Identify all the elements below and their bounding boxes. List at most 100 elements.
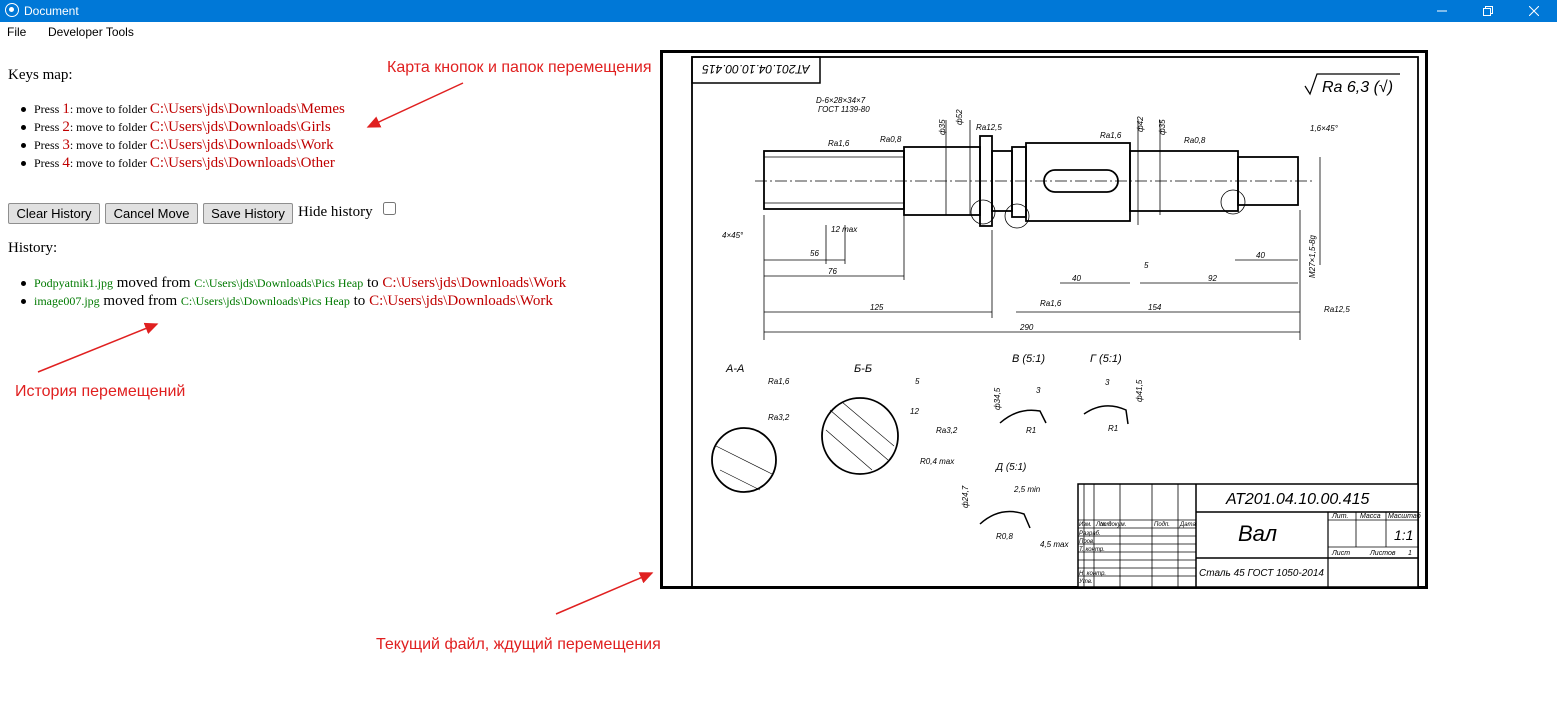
- dim-40: 40: [1072, 274, 1081, 283]
- dim-40b: 40: [1256, 251, 1265, 260]
- detail-g-dia: ф41,5: [1135, 379, 1144, 402]
- col-scale: Масштаб: [1388, 512, 1422, 520]
- tb-razrab: Разраб.: [1079, 531, 1101, 537]
- sheet-label: Лист: [1331, 550, 1350, 557]
- keys-map-title: Keys map:: [8, 67, 73, 83]
- detail-v-radius: R1: [1026, 426, 1036, 435]
- thread-label: М27×1,5-8g: [1308, 235, 1317, 278]
- tb-utv: Утв.: [1078, 579, 1093, 585]
- rough-2: Ra0,8: [880, 135, 902, 144]
- detail-v-label: В (5:1): [1012, 353, 1045, 365]
- history-item: Podpyatnik1.jpg moved from C:\Users\jds\…: [20, 275, 567, 291]
- tb-data: Дата: [1179, 522, 1196, 528]
- arrow-to-current-file: [555, 572, 654, 615]
- annotation-keys-map: Карта кнопок и папок перемещения: [387, 59, 652, 76]
- keys-map-item: Press 3: move to folder C:\Users\jds\Dow…: [21, 136, 345, 154]
- rough-1: Ra1,6: [828, 139, 850, 148]
- drawing-code: АТ201.04.10.00.415: [1225, 491, 1370, 508]
- cancel-move-button[interactable]: Cancel Move: [105, 203, 198, 224]
- dim-56: 56: [810, 249, 819, 258]
- detail-d-radius: R0,8: [996, 532, 1013, 541]
- rough-3: Ra12,5: [976, 123, 1002, 132]
- detail-g-dim-3: 3: [1105, 378, 1110, 387]
- minimize-icon: [1437, 10, 1447, 12]
- chamfer-label: 4×45°: [722, 231, 744, 240]
- dim-12max: 12 max: [831, 225, 858, 234]
- hide-history-label: Hide history: [298, 204, 373, 220]
- rough-6: Ra12,5: [1324, 305, 1350, 314]
- hide-history-checkbox[interactable]: [383, 202, 396, 215]
- section-b-b: Б-Б 5 12 Ra3,2 R0,4 max: [821, 363, 958, 475]
- save-history-button[interactable]: Save History: [203, 203, 293, 224]
- rough-4: Ra1,6: [1100, 131, 1122, 140]
- tb-nkontr: Н. контр.: [1079, 571, 1106, 577]
- tb-docum: № докум.: [1100, 521, 1126, 528]
- section-b-b-label: Б-Б: [854, 363, 872, 375]
- stamp-top-code: АТ201.04.10.00.415: [702, 62, 811, 76]
- electron-app-icon: [5, 3, 19, 17]
- tb-podp: Подп.: [1154, 522, 1170, 528]
- gost-note: D-6×28×34×7: [816, 96, 866, 105]
- detail-v-dia: ф34,5: [993, 387, 1002, 410]
- dim-76: 76: [828, 267, 837, 276]
- history-title: History:: [8, 240, 58, 256]
- arrow-to-history: [37, 322, 159, 373]
- close-button[interactable]: [1511, 0, 1557, 22]
- dim-92: 92: [1208, 274, 1217, 283]
- history-item: image007.jpg moved from C:\Users\jds\Dow…: [20, 292, 566, 310]
- section-a-a: А-А Ra1,6 Ra3,2: [711, 363, 790, 493]
- drawing-name: Вал: [1238, 521, 1277, 546]
- current-file-image: АТ201.04.10.00.415 Ra 6,3 (√): [660, 50, 1428, 589]
- sheets-count: 1: [1408, 550, 1412, 557]
- detail-d-label: Д (5:1): [995, 462, 1026, 473]
- section-a-a-rough-2: Ra3,2: [768, 413, 790, 422]
- menu-file[interactable]: File: [7, 25, 27, 39]
- dia-4: ф35: [1158, 119, 1167, 135]
- detail-d-max: 4,5 max: [1040, 540, 1069, 549]
- annotation-current-file: Текущий файл, ждущий перемещения: [376, 636, 661, 653]
- section-b-b-radius: R0,4 max: [920, 457, 955, 466]
- annotation-history: История перемещений: [15, 383, 186, 400]
- detail-v-profile: [999, 409, 1047, 424]
- detail-g-radius: R1: [1108, 424, 1118, 433]
- detail-g-profile: [1083, 405, 1129, 425]
- tb-izm: Изм.: [1079, 522, 1092, 528]
- close-icon: [1529, 6, 1539, 16]
- tb-tkontr: Т. контр.: [1079, 547, 1105, 553]
- drawing-scale: 1:1: [1394, 527, 1413, 543]
- roughness-symbol: Ra 6,3 (√): [1322, 79, 1393, 96]
- title-block: Изм. Лист № докум. Подп. Дата Разраб. Пр…: [1077, 483, 1422, 588]
- rough-5: Ra0,8: [1184, 136, 1206, 145]
- section-b-b-dim-12: 12: [910, 407, 919, 416]
- section-b-b-rough: Ra3,2: [936, 426, 958, 435]
- maximize-button[interactable]: [1465, 0, 1511, 22]
- chamfer2-label: 1,6×45°: [1310, 124, 1339, 133]
- dim-154: 154: [1148, 303, 1162, 312]
- detail-d-min: 2,5 min: [1013, 485, 1041, 494]
- detail-g-label: Г (5:1): [1090, 353, 1122, 365]
- dia-2: ф52: [955, 109, 964, 125]
- keys-map-item: Press 1: move to folder C:\Users\jds\Dow…: [21, 101, 345, 117]
- arrow-to-keys-map: [366, 82, 464, 128]
- rough-7: Ra1,6: [1040, 299, 1062, 308]
- dim-125: 125: [870, 303, 884, 312]
- history-list: Podpyatnik1.jpg moved from C:\Users\jds\…: [20, 274, 567, 310]
- detail-d-profile: [979, 510, 1031, 529]
- drawing-material: Сталь 45 ГОСТ 1050-2014: [1199, 568, 1324, 579]
- sheets-label: Листов: [1369, 550, 1396, 557]
- section-a-a-label: А-А: [725, 363, 744, 375]
- gost-label: ГОСТ 1139-80: [818, 105, 870, 114]
- section-b-b-dim-5: 5: [915, 377, 920, 386]
- window-title: Document: [24, 4, 79, 18]
- restore-icon: [1483, 6, 1493, 16]
- section-a-a-rough-1: Ra1,6: [768, 377, 790, 386]
- menu-developer-tools[interactable]: Developer Tools: [48, 25, 134, 39]
- tb-list: Лист: [1095, 522, 1111, 528]
- menu-bar: File Developer Tools: [0, 22, 1557, 41]
- tb-prov: Пров.: [1079, 539, 1095, 545]
- keys-map-list: Press 1: move to folder C:\Users\jds\Dow…: [21, 100, 345, 172]
- minimize-button[interactable]: [1419, 0, 1465, 22]
- col-lit: Лит.: [1331, 513, 1348, 520]
- clear-history-button[interactable]: Clear History: [8, 203, 100, 224]
